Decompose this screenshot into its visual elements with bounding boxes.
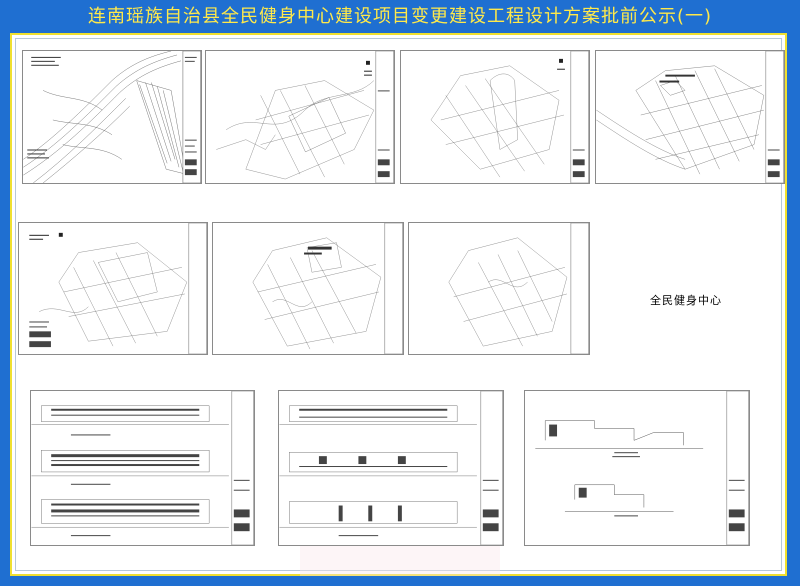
sheet-elevation-1[interactable]	[30, 390, 255, 546]
sheet-general-site-plan-5[interactable]	[212, 222, 404, 355]
panel-inner-border	[15, 38, 782, 571]
sheet-general-site-plan-4[interactable]	[18, 222, 208, 355]
site-plan-drawing	[216, 51, 394, 183]
sheet-general-site-plan-1[interactable]	[205, 50, 395, 184]
drawing-label: 全民健身中心	[650, 294, 722, 307]
faint-watermark-strip	[300, 546, 500, 576]
site-plan-drawing	[430, 51, 589, 183]
site-survey-drawing	[23, 51, 201, 183]
site-plan-drawing	[596, 51, 784, 183]
site-plan-drawing	[448, 223, 589, 354]
site-plan-drawing	[29, 223, 207, 354]
sheet-general-site-plan-6[interactable]	[408, 222, 590, 355]
section-drawing	[535, 391, 749, 545]
sheet-section[interactable]	[524, 390, 750, 546]
sheet-general-site-plan-2[interactable]	[400, 50, 590, 184]
page-title: 连南瑶族自治县全民健身中心建设项目变更建设工程设计方案批前公示(一)	[87, 6, 713, 27]
site-plan-drawing	[252, 223, 403, 354]
sheet-elevation-2[interactable]	[278, 390, 504, 546]
elevation-drawing	[279, 391, 503, 545]
sheet-general-site-plan-3[interactable]	[595, 50, 785, 184]
elevation-drawing	[31, 391, 254, 545]
sheet-site-survey-plan[interactable]	[22, 50, 202, 184]
